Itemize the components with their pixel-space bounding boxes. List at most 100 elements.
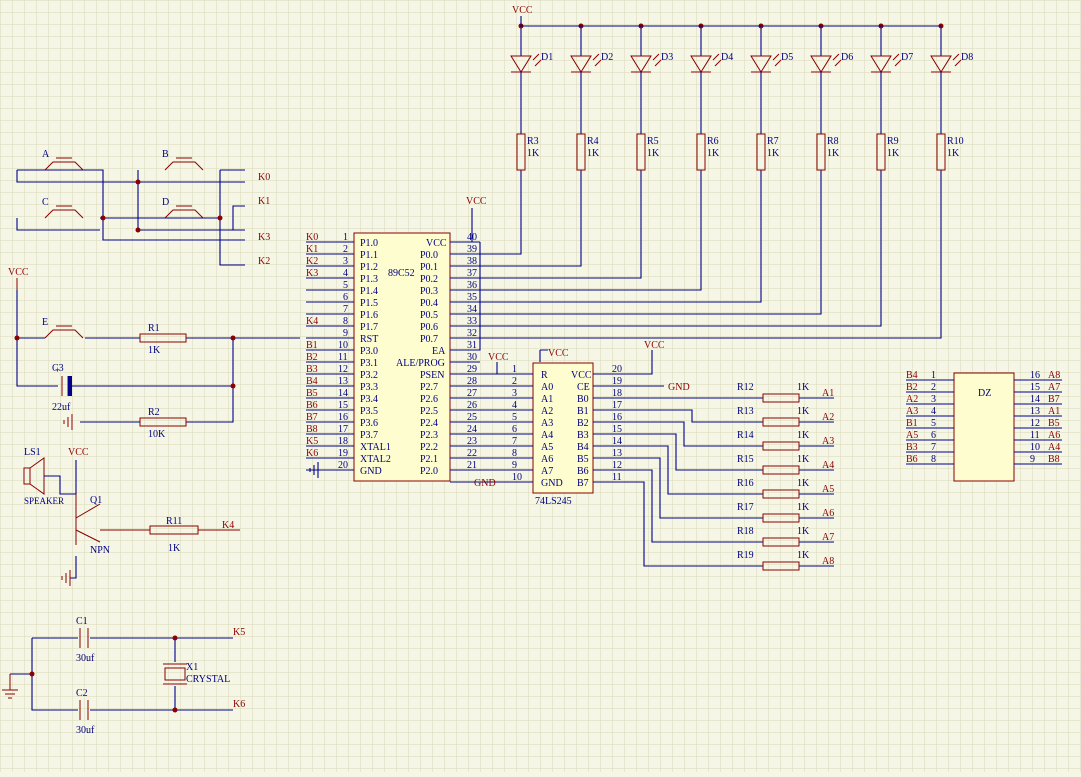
dz-left-pin-number: 8	[931, 454, 936, 465]
dz-right-pin-number: 14	[1030, 394, 1040, 405]
buffer-resistor-value: 1K	[797, 502, 810, 513]
mcu-right-pin-name: P2.0	[420, 466, 438, 477]
led-resistor-wire	[450, 72, 882, 327]
buffer-resistor-ref: R17	[737, 502, 754, 513]
led-resistor	[816, 133, 826, 171]
buffer-resistor	[762, 489, 800, 499]
mcu-left-pin-name: P1.5	[360, 298, 378, 309]
buffer-right-pin-number: 18	[612, 388, 622, 399]
mcu-left-pin-number: 13	[338, 376, 348, 387]
c3-plus: +	[55, 365, 60, 375]
buffer-name: 74LS245	[535, 496, 572, 507]
reset-button-label: E	[42, 317, 48, 328]
mcu-right-pin-name: P2.1	[420, 454, 438, 465]
led-resistor-ref: R9	[887, 136, 899, 147]
mcu-left-pin-number: 12	[338, 364, 348, 375]
mcu-right-pin-number: 32	[467, 328, 477, 339]
dz-left-pin-number: 2	[931, 382, 936, 393]
mcu-left-pin-number: 14	[338, 388, 348, 399]
led-ref-label: D8	[961, 52, 973, 63]
mcu-left-pin-name: P3.0	[360, 346, 378, 357]
buffer-right-pin-name: B6	[577, 466, 589, 477]
mcu-right-pin-number: 26	[467, 400, 477, 411]
crystal-symbol	[164, 667, 186, 681]
mcu-left-pin-name: P1.0	[360, 238, 378, 249]
mcu-left-pin-number: 10	[338, 340, 348, 351]
buffer-right-pin-number: 19	[612, 376, 622, 387]
mcu-left-pin-name: XTAL1	[360, 442, 391, 453]
led-resistor-ref: R3	[527, 136, 539, 147]
buffer-right-pin-name: B1	[577, 406, 589, 417]
buffer-resistor-net: A7	[822, 532, 834, 543]
buffer-gnd-label-2: GND	[474, 478, 496, 489]
r1-ref: R1	[148, 323, 160, 334]
led-resistor-ref: R10	[947, 136, 964, 147]
buffer-right-pin-number: 16	[612, 412, 622, 423]
buffer-left-pin-number: 4	[512, 400, 517, 411]
r1-value: 1K	[148, 345, 161, 356]
buffer-right-pin-name: B0	[577, 394, 589, 405]
mcu-right-pin-number: 28	[467, 376, 477, 387]
dz-left-pin-number: 4	[931, 406, 936, 417]
mcu-right-pin-number: 31	[467, 340, 477, 351]
buffer-resistor-ref: R16	[737, 478, 754, 489]
buffer-resistor-net: A6	[822, 508, 834, 519]
buffer-resistor-wire	[593, 445, 834, 495]
buffer-right-pin-name: B2	[577, 418, 589, 429]
mcu-body	[353, 232, 451, 482]
dz-left-pin-net: A3	[906, 406, 918, 417]
led-resistor-wire	[450, 72, 522, 255]
net-k4-speaker-label: K4	[222, 520, 234, 531]
mcu-right-pin-name: P0.1	[420, 262, 438, 273]
buffer-resistor-value: 1K	[797, 382, 810, 393]
buffer-resistor	[762, 393, 800, 403]
buffer-resistor-ref: R12	[737, 382, 754, 393]
mcu-left-pin-number: 3	[343, 256, 348, 267]
buffer-right-pin-number: 17	[612, 400, 622, 411]
mcu-left-pin-name: P1.1	[360, 250, 378, 261]
mcu-left-pin-number: 9	[343, 328, 348, 339]
mcu-left-pin-net: B3	[306, 364, 318, 375]
buffer-resistor-net: A4	[822, 460, 834, 471]
dz-right-pin-number: 10	[1030, 442, 1040, 453]
buffer-resistor-net: A1	[822, 388, 834, 399]
led-light-arrows	[652, 53, 662, 67]
buffer-resistor-ref: R14	[737, 430, 754, 441]
mcu-right-pin-name: P0.3	[420, 286, 438, 297]
dz-right-pin-net: B5	[1048, 418, 1060, 429]
buffer-left-pin-name: A5	[541, 442, 553, 453]
mcu-left-pin-number: 5	[343, 280, 348, 291]
reset-circuit: VCC E R1 1K + C3 22uf R2 10K	[8, 267, 300, 440]
buffer-right-pin-name: VCC	[571, 370, 592, 381]
led-ref-label: D2	[601, 52, 613, 63]
led-resistor	[516, 133, 526, 171]
buffer-right-pin-name: B4	[577, 442, 589, 453]
mcu-left-pin-name: GND	[360, 466, 382, 477]
mcu-left-pin-net: K4	[306, 316, 318, 327]
led-light-arrows	[892, 53, 902, 67]
mcu-left-pin-number: 11	[338, 352, 348, 363]
buffer-resistor	[762, 561, 800, 571]
mcu-right-pin-number: 34	[467, 304, 477, 315]
buffer-left-pin-number: 9	[512, 460, 517, 471]
led-ref-label: D5	[781, 52, 793, 63]
mcu-right-pin-name: P2.4	[420, 418, 438, 429]
mcu-left-pin-number: 20	[338, 460, 348, 471]
c1-ref: C1	[76, 616, 88, 627]
buffer-right-pin-number: 14	[612, 436, 622, 447]
speaker-circuit: LS1 SPEAKER VCC Q1 NPN R11 1K K4	[23, 447, 240, 586]
mcu-left-pin-name: P1.4	[360, 286, 378, 297]
buffer-right-pin-number: 12	[612, 460, 622, 471]
mcu-left-pin-net: K3	[306, 268, 318, 279]
r11-ref: R11	[166, 516, 182, 527]
buffer-left-pin-number: 1	[512, 364, 517, 375]
led-resistor-ref: R5	[647, 136, 659, 147]
led-resistor-ref: R7	[767, 136, 779, 147]
buffer-vcc-label-3: VCC	[644, 340, 665, 351]
buffer-resistor-net: A2	[822, 412, 834, 423]
buffer-resistor	[762, 417, 800, 427]
led-resistor-wire	[450, 72, 762, 303]
buffer-body	[532, 362, 594, 494]
